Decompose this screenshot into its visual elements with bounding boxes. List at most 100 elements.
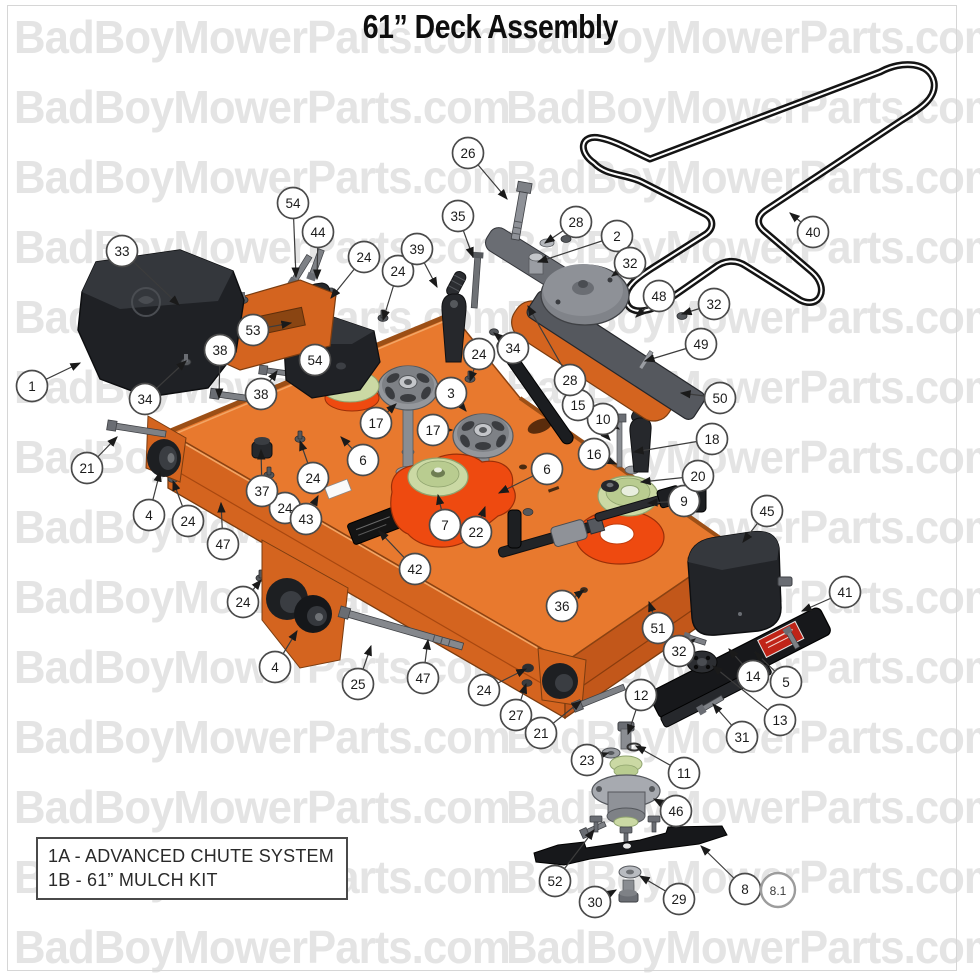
svg-text:28: 28 <box>562 373 577 388</box>
svg-text:34: 34 <box>137 392 153 407</box>
callout-24: 24 <box>171 504 205 538</box>
callout-54: 54 <box>298 343 332 377</box>
callout-12: 12 <box>624 678 658 712</box>
callout-5: 5 <box>769 665 803 699</box>
svg-text:4: 4 <box>271 660 279 675</box>
callout-24: 24 <box>347 240 381 274</box>
callout-32: 32 <box>662 634 696 668</box>
svg-text:14: 14 <box>745 669 761 684</box>
legend-item-mulch-kit: 1B - 61” MULCH KIT <box>48 870 218 890</box>
callout-15: 15 <box>561 388 595 422</box>
deck-belt <box>580 61 938 315</box>
svg-text:15: 15 <box>570 398 585 413</box>
callout-34: 34 <box>496 331 530 365</box>
svg-text:48: 48 <box>651 289 666 304</box>
callout-48: 48 <box>642 279 676 313</box>
svg-text:32: 32 <box>671 644 686 659</box>
callout-24: 24 <box>381 254 415 288</box>
callout-47: 47 <box>206 527 240 561</box>
svg-text:29: 29 <box>671 892 686 907</box>
callout-4: 4 <box>132 498 166 532</box>
callout-22: 22 <box>459 515 493 549</box>
callout-54: 54 <box>276 186 310 220</box>
callout-46: 46 <box>659 794 693 828</box>
svg-text:32: 32 <box>622 256 637 271</box>
belt-cover <box>687 530 793 636</box>
svg-text:44: 44 <box>310 225 326 240</box>
svg-text:5: 5 <box>782 675 790 690</box>
callout-2: 2 <box>600 219 634 253</box>
callout-21: 21 <box>70 451 104 485</box>
callout-17: 17 <box>359 406 393 440</box>
svg-text:52: 52 <box>547 874 562 889</box>
callout-18: 18 <box>695 422 729 456</box>
legend-item-advanced-chute: 1A - ADVANCED CHUTE SYSTEM <box>48 846 334 866</box>
svg-text:24: 24 <box>471 347 487 362</box>
svg-text:24: 24 <box>356 250 372 265</box>
svg-text:24: 24 <box>277 501 293 516</box>
svg-text:43: 43 <box>298 512 313 527</box>
callout-52: 52 <box>538 864 572 898</box>
svg-text:21: 21 <box>533 726 548 741</box>
svg-text:26: 26 <box>460 146 475 161</box>
watermark-text: BadBoyMowerParts.com <box>14 11 511 63</box>
callout-28: 28 <box>559 205 593 239</box>
svg-text:17: 17 <box>425 423 440 438</box>
callout-29: 29 <box>662 882 696 916</box>
callout-41: 41 <box>828 575 862 609</box>
svg-text:38: 38 <box>253 387 268 402</box>
svg-text:28: 28 <box>568 215 583 230</box>
callout-13: 13 <box>763 703 797 737</box>
svg-text:16: 16 <box>586 447 601 462</box>
svg-text:31: 31 <box>734 730 749 745</box>
callout-43: 43 <box>289 502 323 536</box>
callout-4: 4 <box>258 650 292 684</box>
svg-text:53: 53 <box>245 323 260 338</box>
svg-text:40: 40 <box>805 225 820 240</box>
callout-8.1: 8.1 <box>759 871 797 909</box>
callout-24: 24 <box>462 337 496 371</box>
svg-text:24: 24 <box>305 471 321 486</box>
callout-44: 44 <box>301 215 335 249</box>
watermark-text: BadBoyMowerParts.com <box>14 151 511 203</box>
svg-text:50: 50 <box>712 391 727 406</box>
svg-text:24: 24 <box>180 514 196 529</box>
watermark-text: BadBoyMowerParts.com <box>14 781 511 833</box>
callout-9: 9 <box>667 484 701 518</box>
callout-37: 37 <box>245 474 279 508</box>
callout-31: 31 <box>725 720 759 754</box>
callout-53: 53 <box>236 313 270 347</box>
callout-47: 47 <box>406 661 440 695</box>
callout-32: 32 <box>613 246 647 280</box>
callout-24: 24 <box>226 585 260 619</box>
svg-text:51: 51 <box>650 621 665 636</box>
svg-text:18: 18 <box>704 432 719 447</box>
callout-49: 49 <box>684 327 718 361</box>
svg-text:54: 54 <box>285 196 301 211</box>
svg-text:3: 3 <box>447 386 455 401</box>
callout-20: 20 <box>681 459 715 493</box>
svg-text:32: 32 <box>706 297 721 312</box>
svg-text:4: 4 <box>145 508 153 523</box>
svg-text:1: 1 <box>28 379 36 394</box>
svg-text:45: 45 <box>759 504 774 519</box>
callout-35: 35 <box>441 199 475 233</box>
svg-text:47: 47 <box>215 537 230 552</box>
callout-6: 6 <box>346 443 380 477</box>
svg-text:12: 12 <box>633 688 648 703</box>
svg-text:49: 49 <box>693 337 708 352</box>
exploded-spindle <box>589 721 661 844</box>
svg-text:37: 37 <box>254 484 269 499</box>
callout-16: 16 <box>577 437 611 471</box>
callout-8: 8 <box>728 872 762 906</box>
legend-box: 1A - ADVANCED CHUTE SYSTEM 1B - 61” MULC… <box>36 837 348 900</box>
watermark-text: BadBoyMowerParts.com <box>506 921 980 973</box>
svg-text:10: 10 <box>595 412 610 427</box>
svg-text:13: 13 <box>772 713 787 728</box>
idler-arm-assembly <box>470 180 706 422</box>
mower-blade <box>533 825 728 903</box>
svg-text:33: 33 <box>114 244 129 259</box>
watermark-text: BadBoyMowerParts.com <box>14 921 511 973</box>
